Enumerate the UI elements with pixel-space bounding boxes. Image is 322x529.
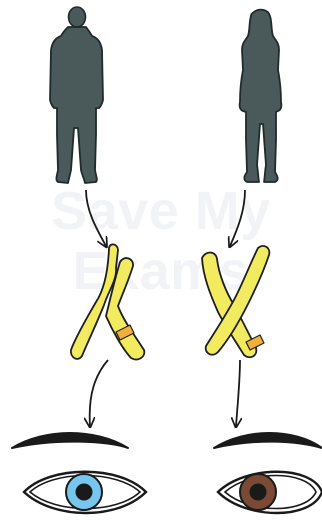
eye-icon: [12, 433, 146, 513]
arrow-down-icon: [230, 190, 245, 246]
male-silhouette-icon: [50, 7, 103, 183]
chromosome-icon: [71, 244, 144, 359]
female-silhouette-icon: [240, 10, 282, 182]
right-eyebrow: [214, 433, 322, 448]
left-pupil: [76, 484, 93, 501]
left-eyebrow: [12, 433, 128, 448]
right-pupil: [250, 484, 267, 501]
chromosome-icon: [202, 246, 269, 357]
arrow-down-icon: [86, 190, 106, 246]
eye-icon: [214, 433, 322, 513]
arrow-down-icon: [236, 360, 240, 426]
arrow-down-icon: [90, 360, 108, 426]
